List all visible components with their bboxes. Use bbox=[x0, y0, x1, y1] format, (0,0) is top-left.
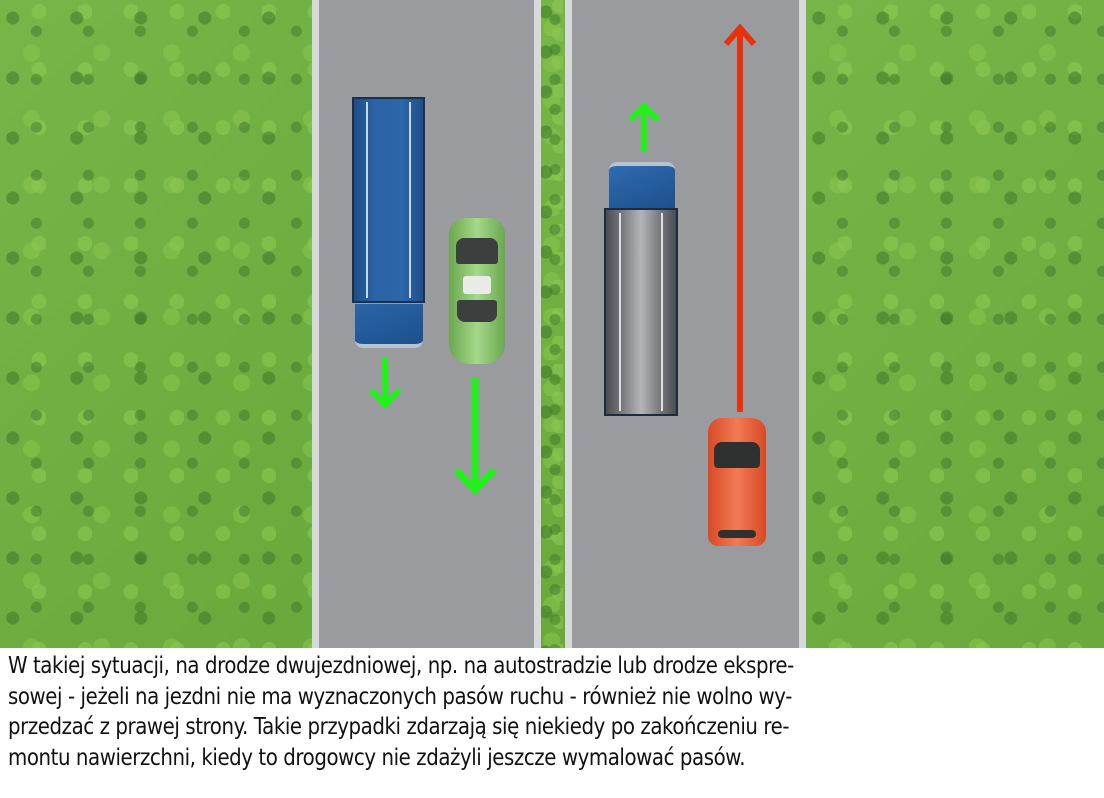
road-edge-line bbox=[565, 0, 572, 648]
caption-line: sowej - jeżeli na jezdni nie ma wyznaczo… bbox=[8, 683, 792, 710]
car-sunroof bbox=[463, 276, 491, 294]
blue-truck-cab bbox=[355, 304, 423, 348]
road-illustration bbox=[0, 0, 1104, 648]
caption-line: przedzać z prawej strony. Takie przypadk… bbox=[8, 714, 790, 740]
truck-left-arrow-down-icon bbox=[368, 358, 402, 410]
red-car-arrow-up-icon bbox=[723, 23, 757, 412]
grass-left bbox=[0, 0, 312, 648]
car-rear-window bbox=[718, 530, 756, 538]
direction-arrows bbox=[368, 23, 757, 496]
blue-truck-trailer bbox=[352, 97, 425, 303]
grass-right bbox=[806, 0, 1104, 648]
caption-line: montu nawierzchni, kiedy to drogowcy nie… bbox=[8, 744, 746, 771]
car-windshield bbox=[714, 442, 760, 468]
caption-text: W takiej sytuacji, na drodze dwujezdniow… bbox=[8, 651, 947, 773]
car-windshield bbox=[456, 238, 498, 264]
road-edge-line bbox=[534, 0, 541, 648]
grass-median bbox=[541, 0, 565, 648]
grey-truck-trailer bbox=[604, 208, 678, 416]
red-car bbox=[708, 418, 766, 546]
road-edge-line bbox=[799, 0, 806, 648]
green-car-arrow-down-icon bbox=[453, 378, 497, 496]
grey-truck-cab bbox=[609, 162, 675, 208]
car-rear-window bbox=[457, 300, 497, 322]
green-car bbox=[449, 218, 505, 364]
road-edge-line bbox=[312, 0, 319, 648]
truck-right-arrow-up-icon bbox=[627, 101, 661, 152]
caption-line: W takiej sytuacji, na drodze dwujezdniow… bbox=[8, 653, 794, 679]
